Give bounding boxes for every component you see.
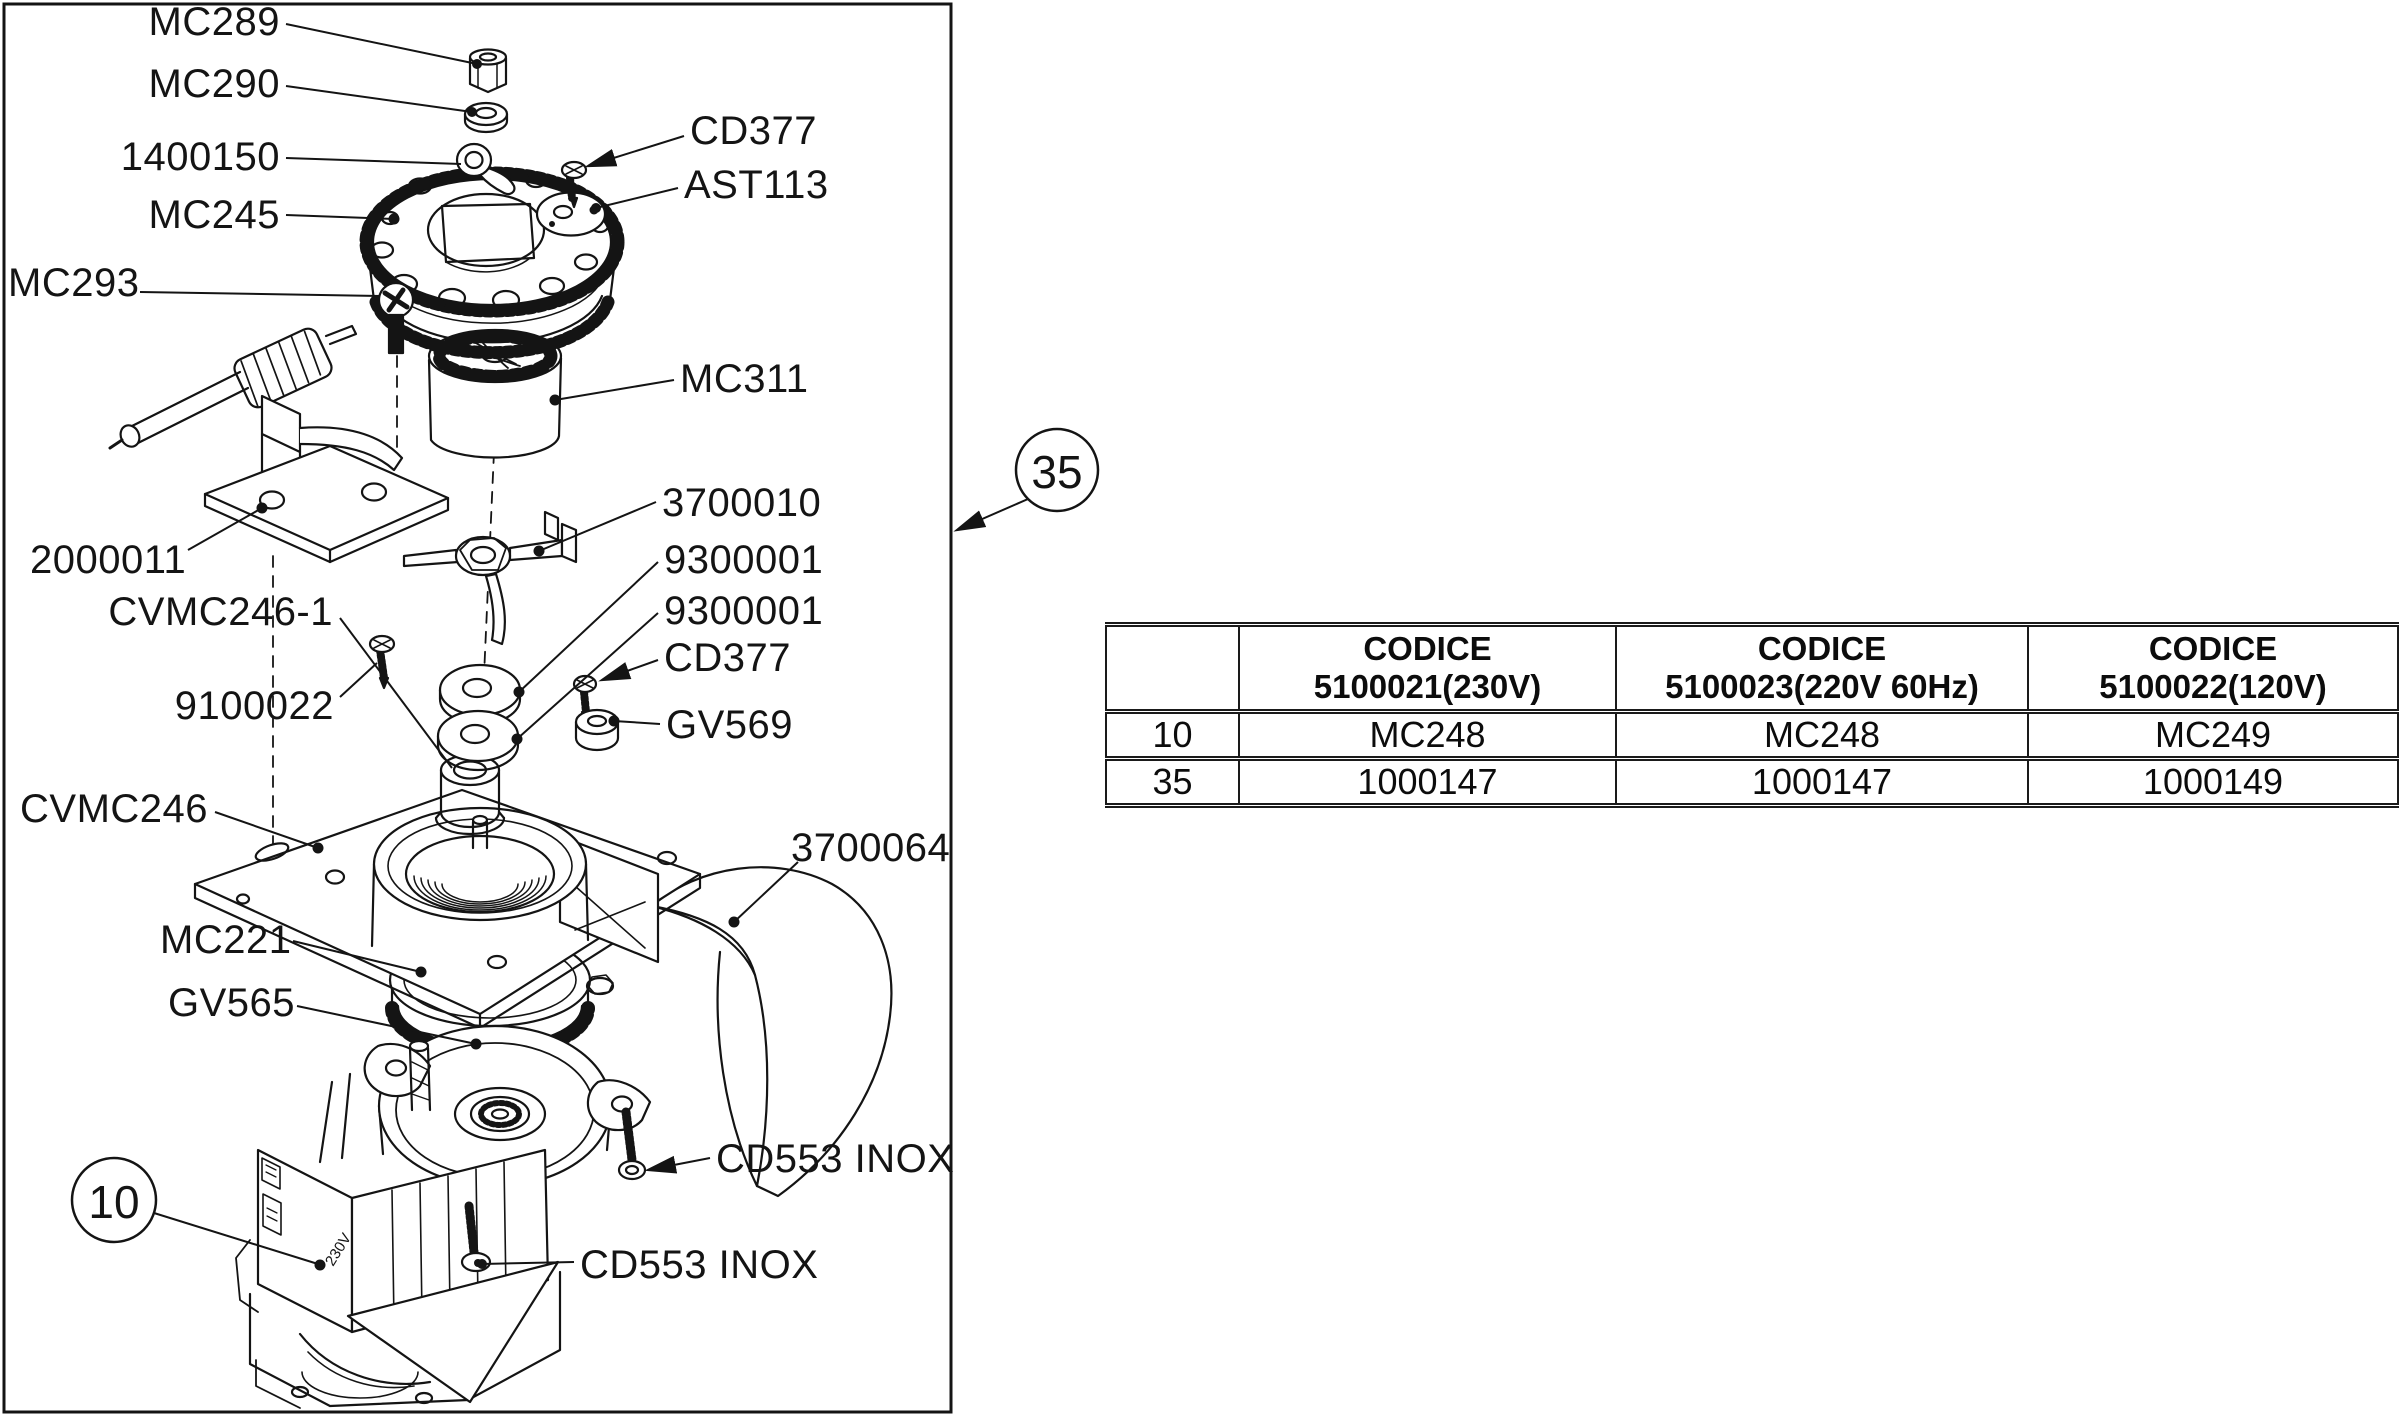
part-labels: MC289 MC290 1400150 MC245 MC293 2000011 … [8, 0, 954, 1287]
part-eyelet-1400150 [455, 142, 516, 196]
label-cd553-upper: CD553 INOX [716, 1137, 954, 1181]
part-rotor-mc311 [427, 328, 563, 459]
codes-table: CODICE 5100021(230V) CODICE 5100023(220V… [1105, 622, 2399, 808]
table-cell: MC249 [2027, 711, 2399, 761]
table-cell: 1000147 [1615, 758, 2029, 808]
balloon-35: 35 [953, 427, 1100, 532]
part-grommet-gv569 [574, 708, 620, 752]
balloon-35-number: 35 [1031, 446, 1082, 498]
label-gv565: GV565 [168, 981, 295, 1025]
label-mc221: MC221 [160, 918, 291, 962]
part-screw-cd377-top [560, 160, 588, 209]
label-cvmc246-1: CVMC246-1 [108, 590, 333, 634]
label-gv569: GV569 [666, 703, 793, 747]
leader-lines [139, 23, 799, 1265]
label-mc245: MC245 [149, 193, 280, 237]
label-mc290: MC290 [149, 62, 280, 106]
balloon-10: 10 [70, 1156, 319, 1265]
part-nut-mc289 [468, 48, 508, 94]
part-worm-shaft [108, 324, 358, 450]
label-cvmc246: CVMC246 [20, 787, 208, 831]
table-row: 10 MC248 MC248 MC249 [1105, 711, 2399, 761]
table-cell: 1000149 [2027, 758, 2399, 808]
table-header-codice-220v-60hz: CODICE 5100023(220V 60Hz) [1615, 622, 2029, 714]
part-motor-assembly [235, 1072, 562, 1409]
balloon-10-number: 10 [88, 1176, 139, 1228]
part-screw-cd553-upper [617, 1107, 647, 1181]
label-ast113: AST113 [684, 163, 829, 207]
label-9300001-upper: 9300001 [664, 538, 823, 582]
table-header-empty [1105, 622, 1240, 714]
drawing-frame [2, 2, 953, 1414]
label-cd377-top: CD377 [690, 109, 817, 153]
part-screw-mc293 [377, 281, 415, 355]
table-row: 35 1000147 1000147 1000149 [1105, 758, 2399, 808]
label-3700010: 3700010 [662, 481, 821, 525]
label-cd553-lower: CD553 INOX [580, 1243, 818, 1287]
leader-dots [256, 59, 740, 1271]
table-cell-item: 35 [1105, 758, 1240, 808]
label-mc293: MC293 [8, 261, 139, 305]
table-cell: MC248 [1615, 711, 2029, 761]
table-cell-item: 10 [1105, 711, 1240, 761]
part-deflector-3700064 [650, 866, 893, 1198]
label-9300001-lower: 9300001 [664, 589, 823, 633]
label-3700064: 3700064 [791, 826, 950, 870]
label-cd377-mid: CD377 [664, 636, 791, 680]
label-1400150: 1400150 [121, 135, 280, 179]
label-mc289: MC289 [149, 0, 280, 44]
table-cell: 1000147 [1238, 758, 1617, 808]
table-header-codice-230v: CODICE 5100021(230V) [1238, 622, 1617, 714]
label-2000011: 2000011 [30, 538, 186, 582]
table-cell: MC248 [1238, 711, 1617, 761]
label-9100022: 9100022 [175, 684, 334, 728]
table-header-codice-120v: CODICE 5100022(120V) [2027, 622, 2399, 714]
label-mc311: MC311 [680, 357, 808, 401]
part-bracket-2000011 [203, 394, 450, 564]
table-header-row: CODICE 5100021(230V) CODICE 5100023(220V… [1105, 622, 2399, 714]
part-housing-cylinder [370, 806, 660, 964]
part-gear-cover-gv565 [363, 1024, 652, 1188]
